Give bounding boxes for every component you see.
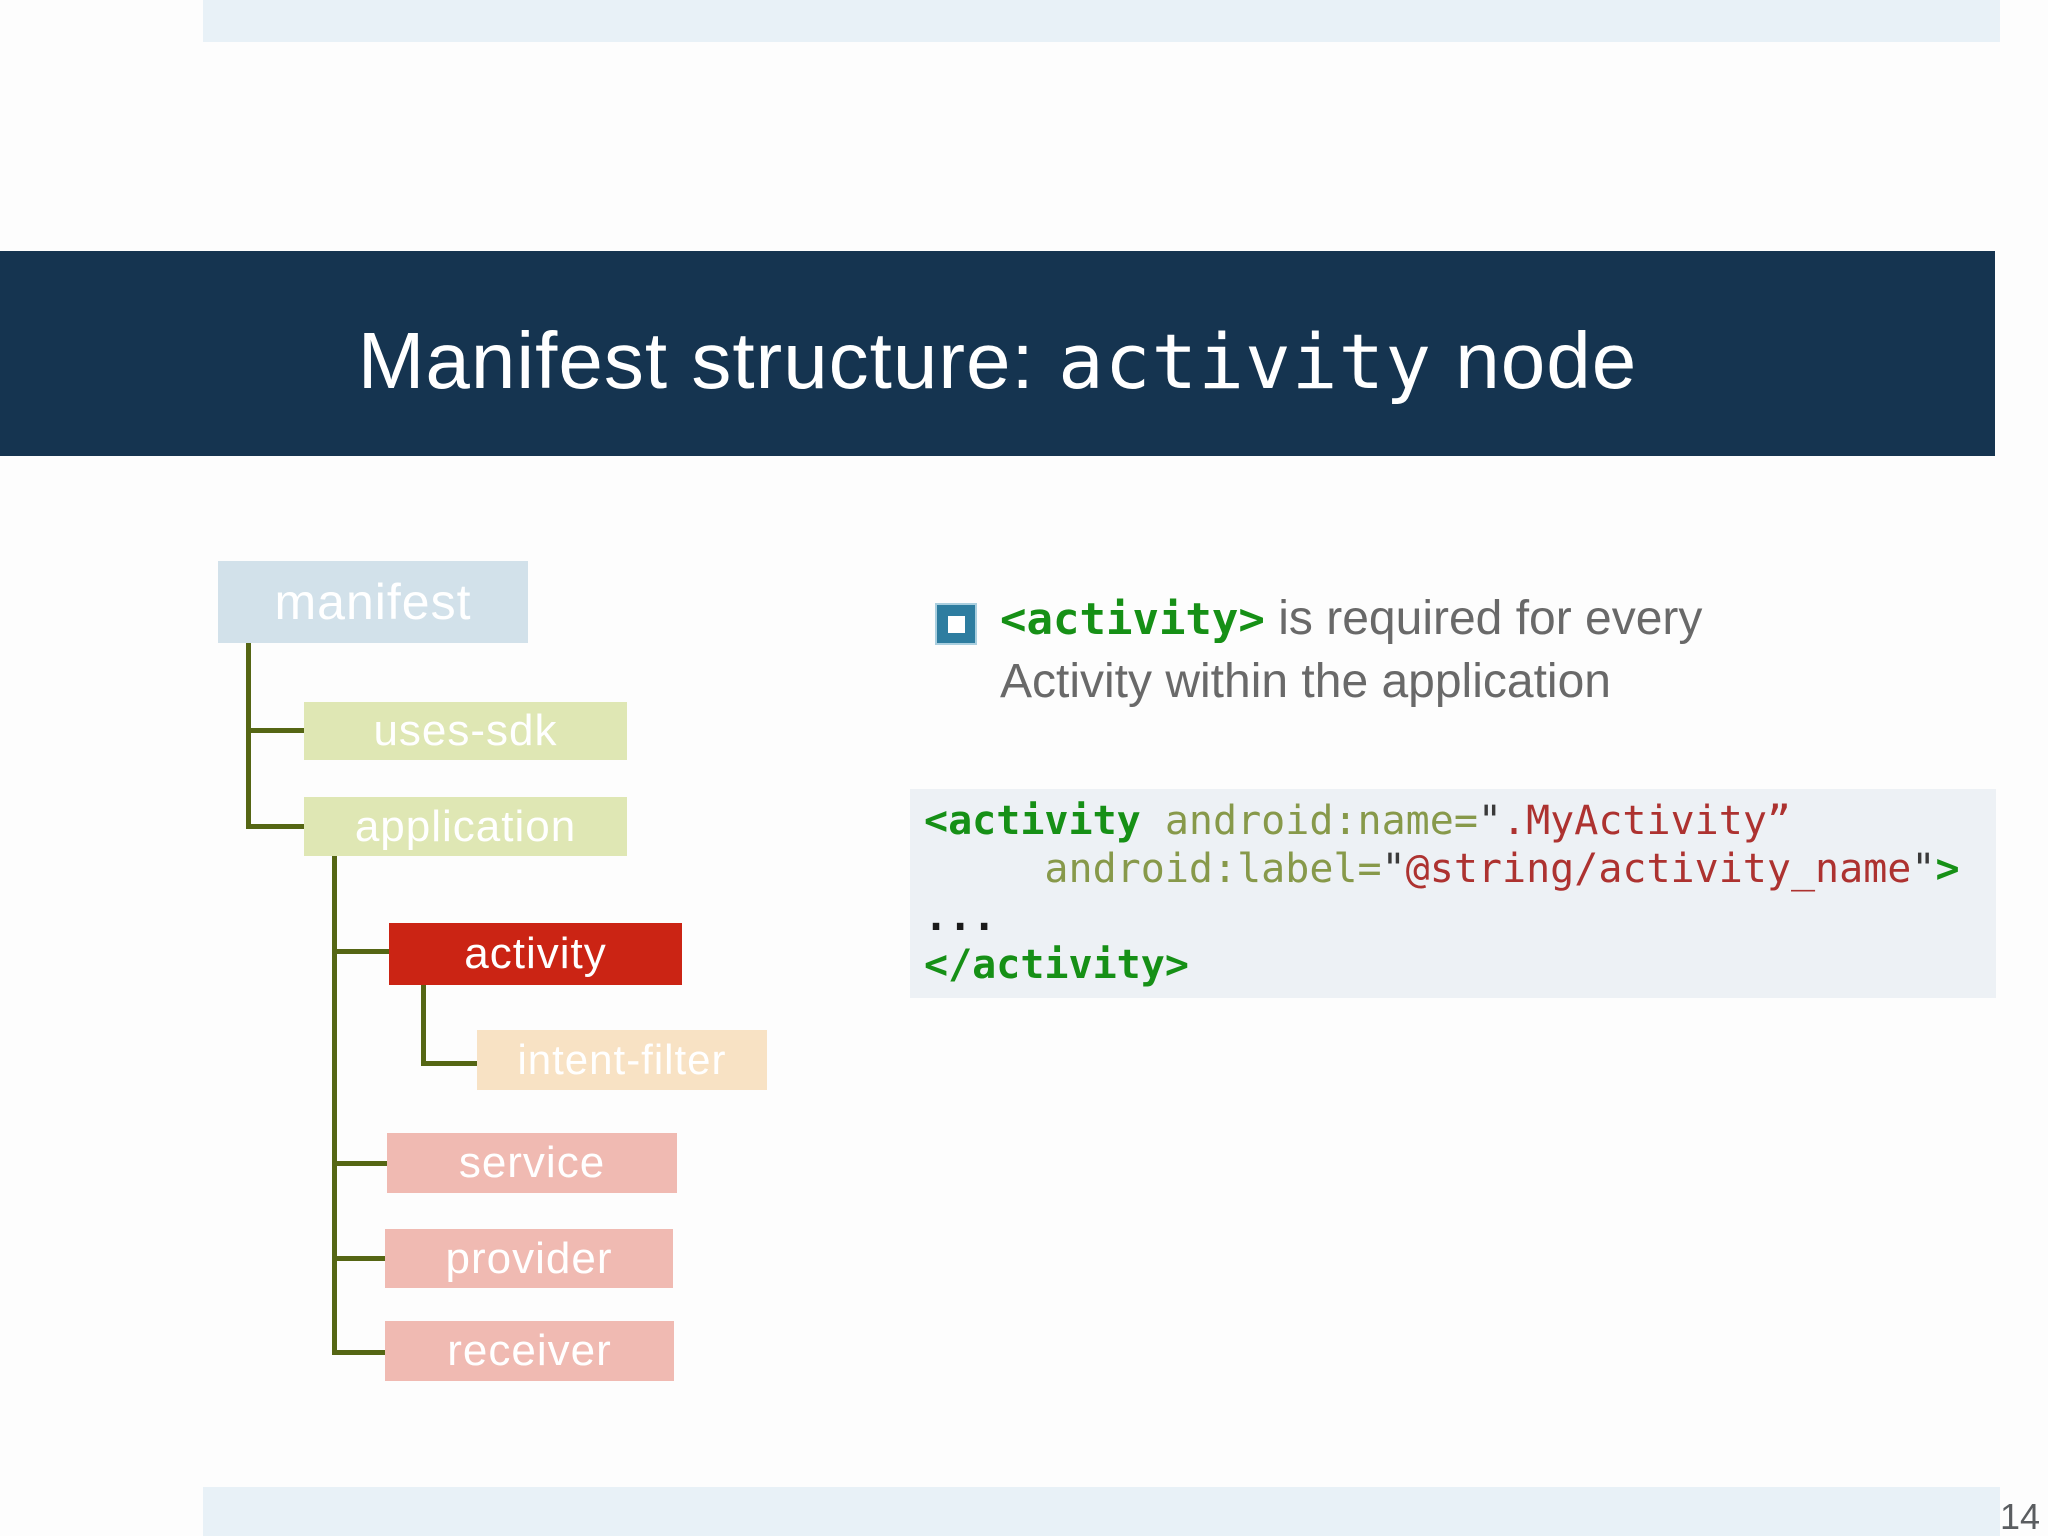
bullet-code-token: <activity>: [1000, 594, 1265, 645]
tree-node-label: uses-sdk: [373, 706, 558, 755]
tree-node-provider: provider: [385, 1229, 673, 1288]
tree-node-label: provider: [445, 1233, 613, 1283]
tree-node-label: application: [354, 801, 577, 851]
tree-connector-intent-filter: [421, 1061, 477, 1066]
title-prefix: Manifest structure:: [357, 315, 1058, 405]
tree-connector-application-vertical: [332, 855, 337, 1355]
bullet-text-line1: is required for every: [1264, 592, 1703, 645]
tree-connector-activity-vertical: [421, 985, 426, 1066]
square-bullet-inner: [947, 615, 965, 633]
tree-node-label: manifest: [274, 574, 472, 630]
page-title: Manifest structure: activity node: [358, 315, 1637, 407]
tree-connector-activity: [332, 949, 389, 954]
bottom-accent-strip: [203, 1487, 2000, 1536]
tree-node-label: service: [458, 1138, 606, 1187]
tree-connector-receiver: [332, 1350, 385, 1355]
xml-code-block: <activity android:name=".MyActivity” and…: [910, 789, 1996, 998]
tree-connector-provider: [332, 1256, 385, 1261]
tree-node-receiver: receiver: [385, 1321, 674, 1381]
tree-node-label: intent-filter: [517, 1036, 727, 1083]
title-suffix: node: [1432, 315, 1638, 405]
tree-node-service: service: [387, 1133, 677, 1193]
code-line: <activity android:name=".MyActivity”: [924, 798, 1791, 844]
square-bullet-icon: [935, 603, 977, 645]
bullet-text-line2: Activity within the application: [1000, 655, 1611, 708]
tree-node-application: application: [304, 797, 627, 856]
tree-connector-manifest-vertical: [246, 642, 251, 829]
tree-node-label: activity: [464, 929, 607, 978]
code-line: ...: [924, 894, 997, 940]
code-line: android:label="@string/activity_name">: [924, 846, 1960, 892]
bullet-text: <activity> is required for every Activit…: [1000, 588, 1920, 713]
title-code-word: activity: [1057, 316, 1433, 406]
tree-node-uses-sdk: uses-sdk: [304, 702, 627, 760]
tree-node-intent-filter: intent-filter: [477, 1030, 767, 1090]
title-band: Manifest structure: activity node: [0, 251, 1995, 456]
code-line: </activity>: [924, 942, 1189, 988]
tree-connector-application: [246, 824, 304, 829]
top-accent-strip: [203, 0, 2000, 42]
tree-connector-uses-sdk: [246, 728, 304, 733]
tree-node-label: receiver: [447, 1326, 612, 1375]
tree-node-activity: activity: [389, 923, 682, 985]
tree-connector-service: [332, 1161, 387, 1166]
page-number: 14: [2000, 1496, 2041, 1536]
tree-node-manifest: manifest: [218, 561, 528, 643]
